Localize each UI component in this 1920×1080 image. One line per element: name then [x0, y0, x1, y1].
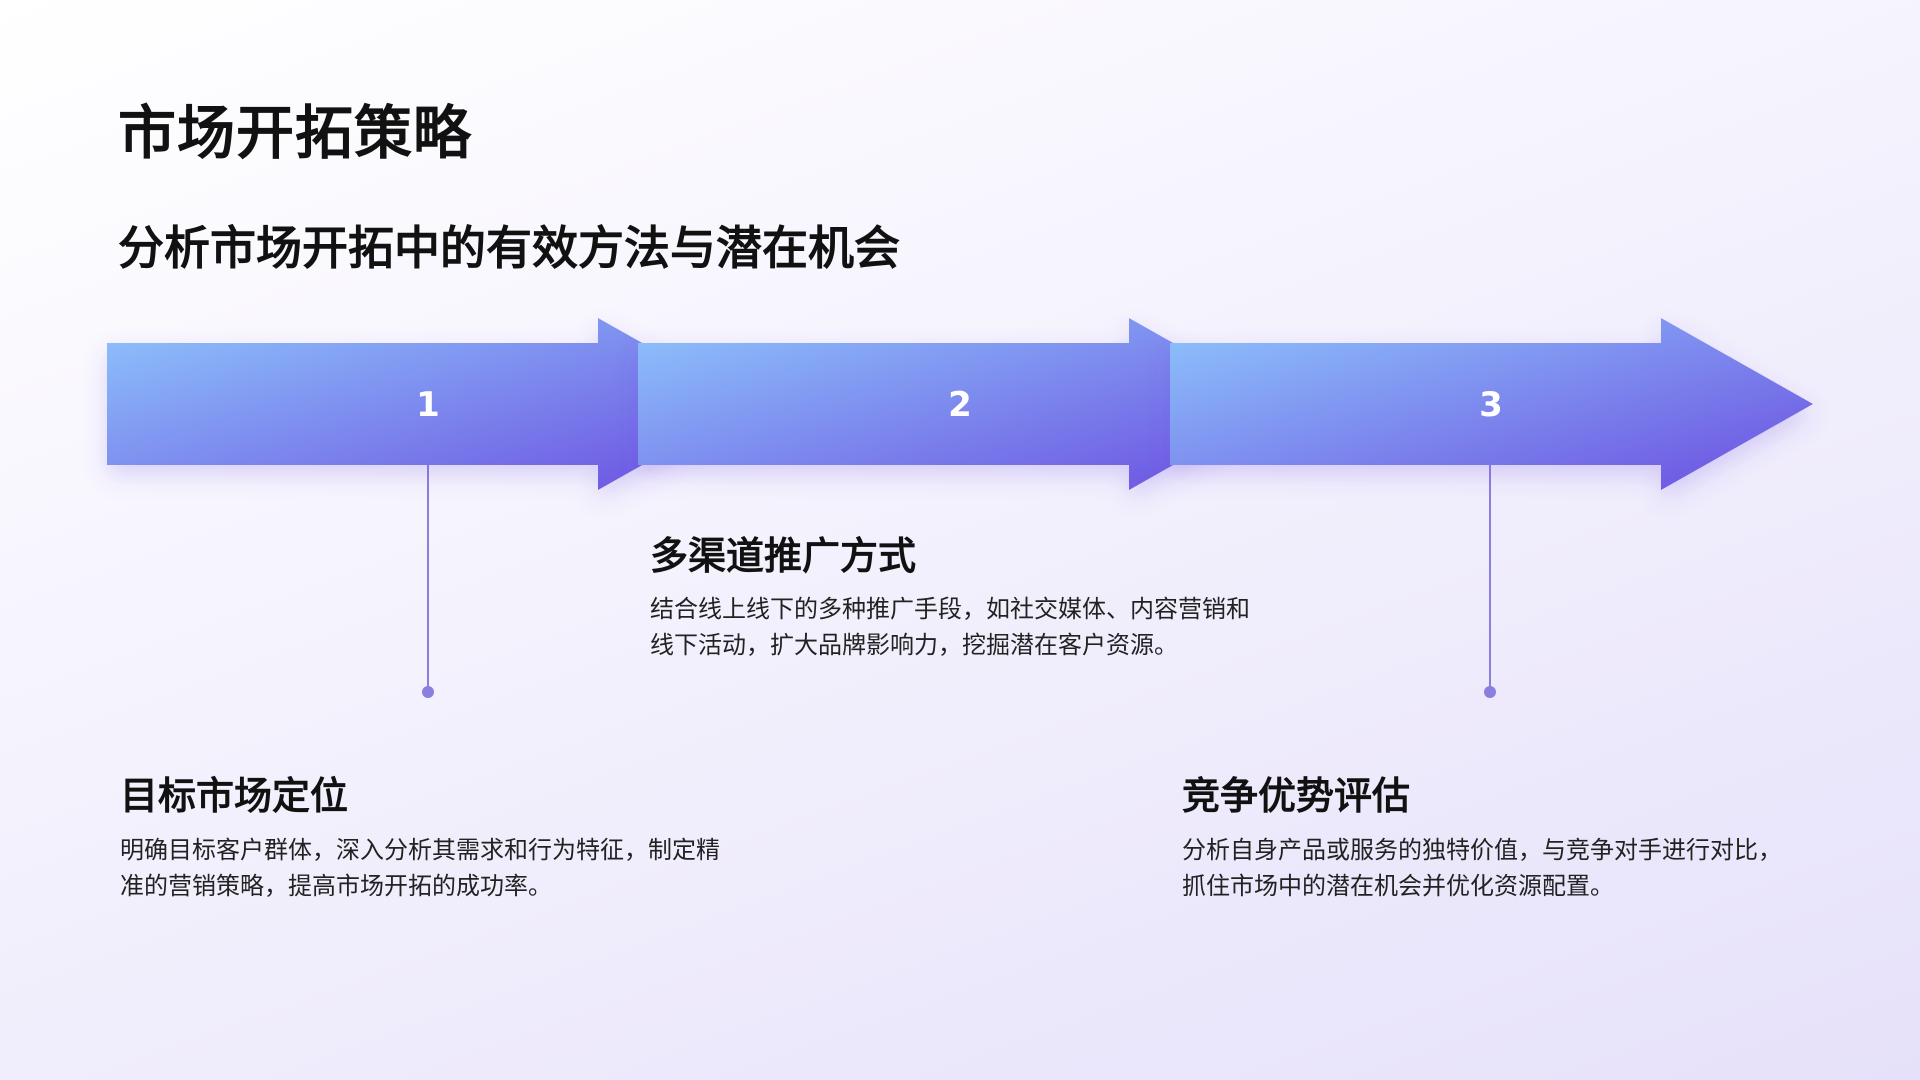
step-3-number: 3 — [1479, 385, 1503, 425]
step-1-connector-dot — [422, 686, 434, 698]
page-subtitle: 分析市场开拓中的有效方法与潜在机会 — [118, 221, 900, 275]
page-title: 市场开拓策略 — [118, 99, 473, 167]
step-3-arrow — [1170, 318, 1813, 490]
step-2-title: 多渠道推广方式 — [650, 534, 917, 578]
step-2-description: 结合线上线下的多种推广手段，如社交媒体、内容营销和线下活动，扩大品牌影响力，挖掘… — [650, 595, 1250, 659]
step-2-arrow — [638, 318, 1281, 490]
step-3-title: 竞争优势评估 — [1182, 774, 1411, 818]
step-1-number: 1 — [416, 385, 440, 425]
step-1-description: 明确目标客户群体，深入分析其需求和行为特征，制定精准的营销策略，提高市场开拓的成… — [120, 836, 720, 900]
step-1-arrow — [107, 318, 750, 490]
step-1-title: 目标市场定位 — [120, 774, 349, 818]
step-2-number: 2 — [948, 385, 972, 425]
step-3-description: 分析自身产品或服务的独特价值，与竞争对手进行对比，抓住市场中的潜在机会并优化资源… — [1182, 836, 1782, 900]
step-3-connector-dot — [1484, 686, 1496, 698]
